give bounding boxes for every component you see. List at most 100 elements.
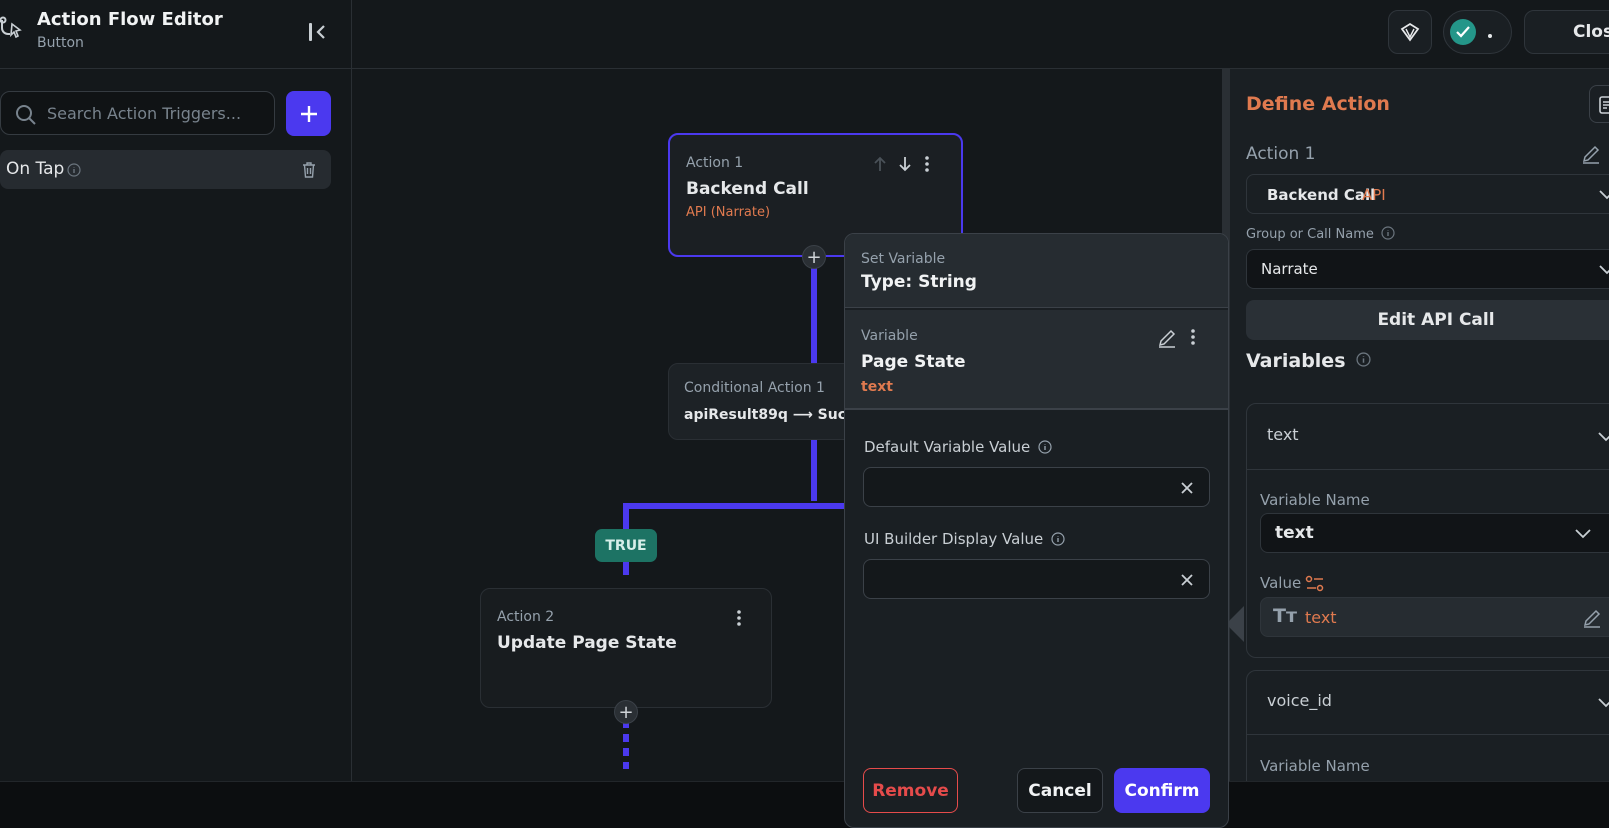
chevron-down-icon xyxy=(1599,265,1609,275)
info-icon xyxy=(67,163,81,177)
sparkle-icon xyxy=(1400,22,1420,42)
confirm-button[interactable]: Confirm xyxy=(1114,768,1210,813)
settings-sliders-icon[interactable] xyxy=(1305,575,1325,593)
document-icon xyxy=(1599,96,1609,114)
set-variable-popup: Set Variable Type: String Variable Page … xyxy=(844,233,1229,828)
confirm-button-label: Confirm xyxy=(1124,780,1200,801)
true-badge: TRUE xyxy=(595,529,657,562)
variable-name-heading: voice_id xyxy=(1267,691,1332,710)
add-trigger-button[interactable] xyxy=(286,91,331,136)
ui-builder-input[interactable] xyxy=(863,559,1210,599)
add-action-button[interactable]: + xyxy=(802,245,826,269)
info-icon xyxy=(1356,352,1371,367)
clear-icon[interactable] xyxy=(1180,481,1194,495)
bottom-bar xyxy=(0,781,1609,828)
true-badge-label: TRUE xyxy=(605,537,647,554)
action-triggers-panel: Search Action Triggers... On Tap xyxy=(0,69,352,781)
add-action-button[interactable]: + xyxy=(614,700,638,724)
edit-api-call-label: Edit API Call xyxy=(1377,310,1495,330)
chevron-down-icon xyxy=(1575,529,1591,539)
conditional-expression: apiResult89q ⟶ Succee xyxy=(684,407,874,423)
default-value-label-text: Default Variable Value xyxy=(864,438,1031,456)
conditional-label: Conditional Action 1 xyxy=(684,380,825,396)
action-type-value: Backend Call xyxy=(1267,186,1376,204)
popup-header-label: Set Variable xyxy=(861,251,946,267)
more-vertical-icon[interactable] xyxy=(923,155,931,173)
chevron-down-icon xyxy=(1598,432,1609,442)
arrow-up-icon[interactable] xyxy=(872,155,888,173)
search-triggers-input[interactable]: Search Action Triggers... xyxy=(0,91,275,135)
action-node-2[interactable]: Action 2 Update Page State xyxy=(480,588,772,708)
edit-icon[interactable] xyxy=(1582,608,1602,628)
group-select[interactable]: Narrate xyxy=(1246,249,1609,289)
popup-header: Set Variable Type: String xyxy=(845,234,1228,308)
variable-name: Page State xyxy=(861,352,966,372)
edit-api-call-button[interactable]: Edit API Call xyxy=(1246,300,1609,340)
action-name-label: Action 1 xyxy=(1246,144,1316,164)
action-number: Action 2 xyxy=(497,609,555,625)
top-header: Action Flow Editor Button Close xyxy=(0,0,1609,69)
check-icon xyxy=(1450,19,1476,45)
close-button[interactable]: Close xyxy=(1524,10,1609,54)
more-vertical-icon[interactable] xyxy=(1189,328,1197,346)
chevron-down-icon xyxy=(1598,698,1609,708)
variable-card-voice-id: voice_id Variable Name xyxy=(1246,670,1609,800)
ui-builder-label: UI Builder Display Value xyxy=(864,530,1065,548)
popup-header-type: Type: String xyxy=(861,272,977,292)
cancel-button[interactable]: Cancel xyxy=(1017,768,1103,813)
variable-name-value: text xyxy=(1275,523,1314,543)
group-label-text: Group or Call Name xyxy=(1246,227,1374,242)
edit-icon[interactable] xyxy=(1157,328,1177,348)
variable-name-label: Variable Name xyxy=(1260,491,1370,509)
group-value: Narrate xyxy=(1261,260,1318,278)
header-left: Action Flow Editor Button xyxy=(0,0,352,69)
ui-builder-label-text: UI Builder Display Value xyxy=(864,530,1044,548)
text-type-icon: Tт xyxy=(1273,605,1297,627)
action-number: Action 1 xyxy=(686,155,744,171)
flow-icon xyxy=(0,16,24,46)
variable-section: Variable Page State text xyxy=(845,310,1228,410)
page-subtitle: Button xyxy=(37,35,84,51)
panel-title: Define Action xyxy=(1246,93,1390,115)
value-text: text xyxy=(1305,608,1337,627)
edit-icon[interactable] xyxy=(1581,144,1601,164)
action-type-tag: API xyxy=(1362,186,1386,204)
variable-name-select[interactable]: text xyxy=(1260,513,1609,553)
action-subtitle: API (Narrate) xyxy=(686,205,771,220)
conditional-node[interactable]: Conditional Action 1 apiResult89q ⟶ Succ… xyxy=(668,363,873,440)
action-type-select[interactable]: Backend Call API xyxy=(1246,174,1609,214)
value-label: Value xyxy=(1260,574,1302,592)
variable-card-header[interactable]: text xyxy=(1247,404,1609,470)
default-value-input[interactable] xyxy=(863,467,1210,507)
variable-name-label: Variable Name xyxy=(1260,757,1370,775)
docs-button[interactable] xyxy=(1589,85,1609,123)
page-title: Action Flow Editor xyxy=(37,9,223,30)
variable-card-header[interactable]: voice_id xyxy=(1247,671,1609,735)
value-field[interactable]: Tт text xyxy=(1260,597,1609,637)
popup-pointer xyxy=(1226,606,1244,642)
chevron-down-icon xyxy=(1599,190,1609,200)
action-title: Update Page State xyxy=(497,633,677,653)
plus-icon xyxy=(300,105,317,122)
clear-icon[interactable] xyxy=(1180,573,1194,587)
variable-name-heading: text xyxy=(1267,425,1299,444)
trigger-label: On Tap xyxy=(6,159,65,179)
remove-button[interactable]: Remove xyxy=(863,768,958,813)
collapse-panel-icon[interactable] xyxy=(306,20,330,44)
trash-icon[interactable] xyxy=(301,161,317,179)
arrow-down-icon[interactable] xyxy=(897,155,913,173)
close-button-label: Close xyxy=(1573,22,1609,42)
group-label: Group or Call Name xyxy=(1246,226,1395,242)
cancel-button-label: Cancel xyxy=(1028,780,1092,801)
variable-label: Variable xyxy=(861,328,918,344)
trigger-on-tap[interactable]: On Tap xyxy=(0,150,331,189)
more-vertical-icon[interactable] xyxy=(735,609,743,627)
default-value-label: Default Variable Value xyxy=(864,438,1052,456)
logo-button[interactable] xyxy=(1388,10,1432,54)
action-title: Backend Call xyxy=(686,179,809,199)
search-icon xyxy=(16,105,36,125)
remove-button-label: Remove xyxy=(872,780,949,801)
variable-field: text xyxy=(861,379,893,395)
status-toggle[interactable] xyxy=(1443,10,1512,54)
search-placeholder: Search Action Triggers... xyxy=(47,104,242,123)
